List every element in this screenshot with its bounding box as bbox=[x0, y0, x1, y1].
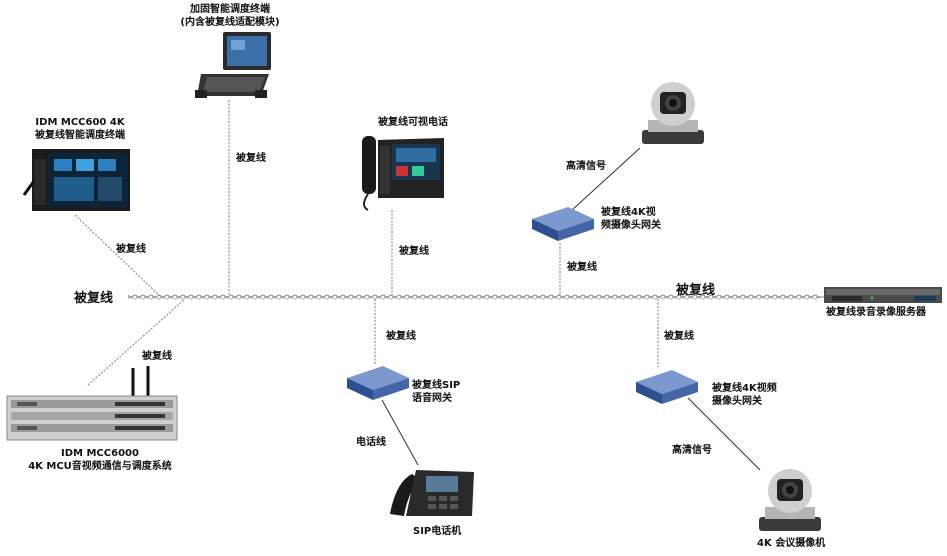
rugged-laptop-icon bbox=[195, 32, 271, 98]
camera-top-link-label: 高清信号 bbox=[566, 161, 606, 172]
mcc600-terminal-icon bbox=[22, 149, 130, 211]
trunk-label-right: 被复线 bbox=[676, 283, 716, 298]
camera-gateway-top-name1: 被复线4K视 bbox=[601, 207, 656, 218]
mcc6000-model: IDM MCC6000 bbox=[61, 448, 139, 459]
camera-gateway-bottom-link-label: 被复线 bbox=[664, 331, 694, 342]
video-phone-icon bbox=[362, 136, 444, 211]
camera-gateway-bottom-name2: 摄像头网关 bbox=[712, 396, 762, 407]
mcc6000-chassis-icon bbox=[6, 366, 178, 441]
rugged-terminal-name: 加固智能调度终端 bbox=[190, 4, 270, 15]
sip-phone-icon bbox=[390, 470, 474, 516]
rugged-terminal-note: (内含被复线适配模块) bbox=[180, 17, 280, 28]
camera-gateway-top-name2: 频摄像头网关 bbox=[601, 220, 661, 231]
link-sip-phone bbox=[381, 399, 419, 466]
sip-gateway-name1: 被复线SIP bbox=[412, 380, 461, 391]
recording-server-icon bbox=[824, 287, 942, 303]
sip-phone-link-label: 电话线 bbox=[356, 437, 386, 448]
sip-phone-name: SIP电话机 bbox=[413, 526, 462, 537]
camera-gateway-top-icon bbox=[532, 207, 594, 241]
sip-gateway-name2: 语音网关 bbox=[412, 393, 452, 404]
conference-camera-icon bbox=[759, 469, 821, 531]
mcc6000-link-label: 被复线 bbox=[142, 351, 172, 362]
sip-gateway-icon bbox=[347, 366, 409, 400]
video-phone-link-label: 被复线 bbox=[399, 246, 429, 257]
mcc6000-name: 4K MCU音视频通信与调度系统 bbox=[28, 461, 172, 472]
main-trunk-cable bbox=[128, 294, 836, 300]
mcc600-name: 被复线智能调度终端 bbox=[35, 130, 125, 141]
conference-camera-link-label: 高清信号 bbox=[672, 445, 712, 456]
link-conference-camera bbox=[687, 397, 761, 471]
camera-gateway-bottom-icon bbox=[636, 370, 698, 404]
trunk-label-left: 被复线 bbox=[74, 291, 114, 306]
camera-gateway-bottom-name1: 被复线4K视频 bbox=[712, 383, 777, 394]
link-camera-top bbox=[571, 147, 641, 211]
rugged-terminal-link-label: 被复线 bbox=[236, 153, 266, 164]
link-mcc6000 bbox=[87, 298, 186, 386]
recording-server-name: 被复线录音录像服务器 bbox=[826, 307, 926, 318]
camera-gateway-top-link-label: 被复线 bbox=[567, 262, 597, 273]
sip-gateway-link-label: 被复线 bbox=[386, 331, 416, 342]
mcc600-model: IDM MCC600 4K bbox=[35, 117, 125, 128]
conference-camera-name: 4K 会议摄像机 bbox=[757, 538, 826, 549]
mcc600-link-label: 被复线 bbox=[116, 244, 146, 255]
video-phone-name: 被复线可视电话 bbox=[378, 117, 448, 128]
ptz-camera-icon bbox=[642, 82, 704, 144]
